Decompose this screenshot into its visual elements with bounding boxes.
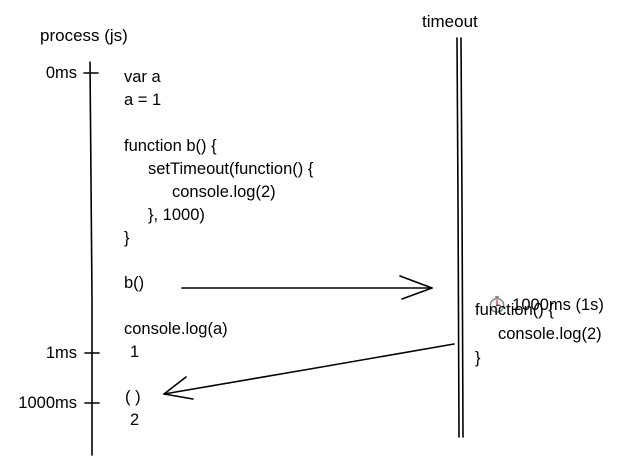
timeout-timer-label: 1000ms (1s)	[512, 296, 604, 314]
tick-label-1ms: 1ms	[45, 344, 77, 362]
output-2: 2	[130, 411, 140, 429]
timeout-function-close: }	[475, 349, 481, 367]
timeout-timeline-left	[456, 37, 460, 438]
code-line-var-a: var a	[124, 68, 161, 86]
call-arrow-head-lower	[401, 287, 433, 300]
code-line-settimeout: setTimeout(function() {	[148, 160, 314, 178]
code-line-settimeout-close: }, 1000)	[148, 206, 205, 224]
call-arrow-head-upper	[399, 275, 433, 289]
code-line-call-b: b()	[124, 274, 145, 292]
tick-label-1000ms: 1000ms	[18, 394, 77, 412]
process-header: process (js)	[40, 26, 128, 45]
callback-slot: ( )	[125, 388, 141, 406]
timeout-header: timeout	[422, 12, 478, 31]
callback-arrow-line	[163, 343, 455, 395]
process-timeline	[89, 61, 93, 456]
code-line-function-close: }	[124, 229, 130, 247]
callback-arrow-head-upper	[163, 376, 187, 395]
timeout-function-open: function() {	[475, 301, 554, 319]
code-line-function-b: function b() {	[124, 137, 217, 155]
timeout-timeline-right	[460, 37, 464, 438]
code-line-console-log-a: console.log(a)	[124, 320, 228, 338]
tick-label-0ms: 0ms	[45, 64, 77, 82]
callback-arrow-head-lower	[163, 393, 194, 400]
stopwatch-icon	[489, 295, 505, 313]
timeout-console-log-2: console.log(2)	[498, 325, 602, 343]
timeout-timer: 1000ms (1s)	[479, 275, 604, 315]
code-line-console-log-2: console.log(2)	[172, 183, 276, 201]
output-1: 1	[130, 343, 140, 361]
code-line-assign-a: a = 1	[124, 91, 162, 109]
